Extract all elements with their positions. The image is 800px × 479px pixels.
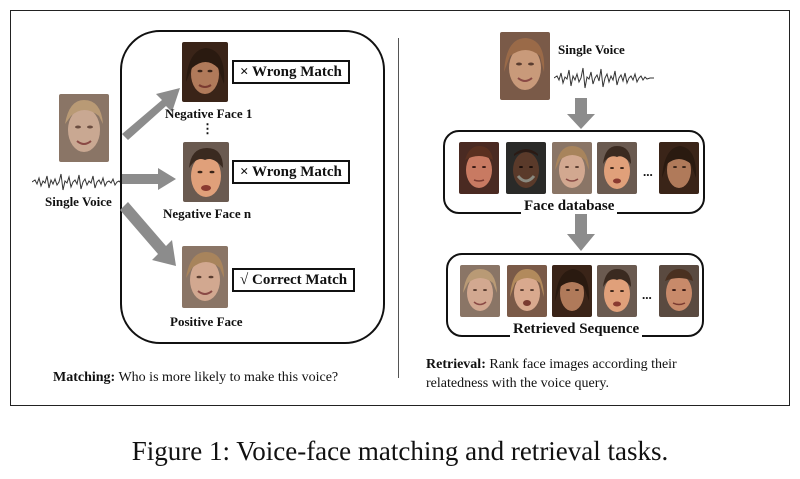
positive-face-label: Positive Face (170, 314, 243, 329)
database-face-2 (506, 142, 546, 194)
retrieved-face-5 (659, 265, 699, 317)
negative-face-1-label: Negative Face 1 (165, 106, 253, 121)
correct-match-tag: √ Correct Match (232, 268, 356, 292)
retrieval-caption-line2: relatedness with the voice query. (426, 376, 609, 391)
retrieved-ellipsis: ... (642, 287, 652, 302)
wrong-match-tag-1: × Wrong Match (232, 60, 350, 84)
retrieval-caption: Retrieval: Rank face images according th… (426, 355, 766, 393)
negative-face-n-label: Negative Face n (163, 206, 252, 221)
retrieved-sequence-label: Retrieved Sequence (510, 321, 643, 338)
single-voice-label-left: Single Voice (45, 194, 112, 209)
database-face-4 (597, 142, 637, 194)
arrow-to-negative-face-n (122, 168, 176, 190)
negative-face-n-image (183, 142, 229, 202)
matching-caption: Matching: Who is more likely to make thi… (53, 368, 338, 387)
vertical-dots-separator: ⋮ (201, 121, 214, 136)
database-face-3 (552, 142, 592, 194)
negative-face-1-image (182, 42, 228, 102)
retrieved-face-1 (460, 265, 500, 317)
query-voice-face-image (59, 94, 109, 162)
retrieved-face-3 (552, 265, 592, 317)
positive-face-image (182, 246, 228, 308)
retrieved-face-4 (597, 265, 637, 317)
database-ellipsis: ... (643, 164, 653, 179)
database-face-1 (459, 142, 499, 194)
single-voice-label-right: Single Voice (558, 42, 625, 57)
voice-waveform-left (32, 173, 124, 191)
wrong-match-tag-2: × Wrong Match (232, 160, 350, 184)
figure-caption: Figure 1: Voice-face matching and retrie… (131, 436, 669, 466)
face-database-label: Face database (521, 198, 618, 215)
retrieval-caption-line1: Rank face images according their (485, 357, 677, 372)
arrow-query-to-database (567, 98, 595, 129)
voice-waveform-right (554, 67, 654, 89)
database-face-5 (659, 142, 699, 194)
matching-caption-bold: Matching: (53, 370, 116, 385)
arrow-to-negative-face-1 (122, 88, 180, 140)
retrieval-caption-bold: Retrieval: (426, 357, 486, 372)
figure-frame (10, 10, 790, 406)
retrieval-query-face-image (500, 32, 550, 100)
panel-divider (398, 38, 399, 378)
arrow-to-positive-face (120, 202, 176, 266)
retrieved-face-2 (507, 265, 547, 317)
arrow-database-to-retrieved (567, 214, 595, 251)
matching-caption-text: Who is more likely to make this voice? (115, 370, 339, 385)
